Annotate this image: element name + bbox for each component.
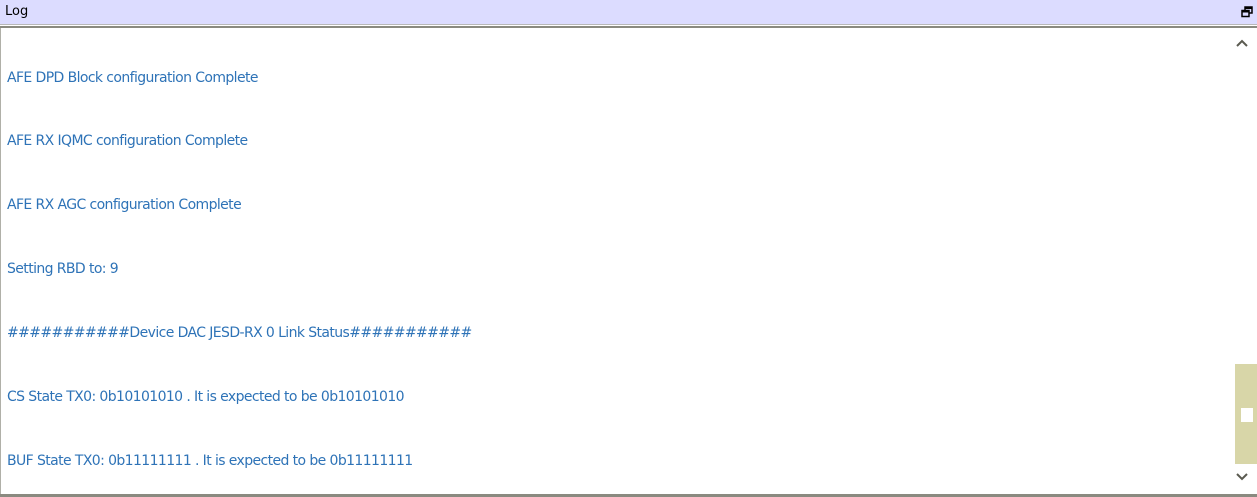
scrollbar-track[interactable] — [1235, 364, 1257, 464]
restore-window-icon[interactable] — [1241, 6, 1253, 18]
header-separator — [0, 26, 1257, 28]
log-line: ###########Device DAC JESD-RX 0 Link Sta… — [7, 325, 472, 342]
chevron-up-icon[interactable] — [1235, 36, 1249, 50]
log-line: Setting RBD to: 9 — [7, 261, 119, 278]
log-line: AFE DPD Block configuration Complete — [7, 69, 258, 86]
chevron-down-icon[interactable] — [1235, 470, 1249, 484]
scrollbar-thumb[interactable] — [1241, 408, 1253, 422]
log-line: CS State TX0: 0b10101010 . It is expecte… — [7, 389, 405, 406]
log-line: BUF State TX0: 0b11111111 . It is expect… — [7, 452, 413, 469]
log-text: AFE DPD Block configuration Complete AFE… — [7, 28, 1229, 494]
log-line: AFE RX IQMC configuration Complete — [7, 133, 248, 150]
log-output-area[interactable]: AFE DPD Block configuration Complete AFE… — [0, 28, 1257, 494]
log-panel-header: Log — [0, 0, 1257, 25]
log-line: AFE RX AGC configuration Complete — [7, 197, 242, 214]
panel-bottom-border — [0, 494, 1257, 497]
panel-title: Log — [5, 4, 29, 19]
